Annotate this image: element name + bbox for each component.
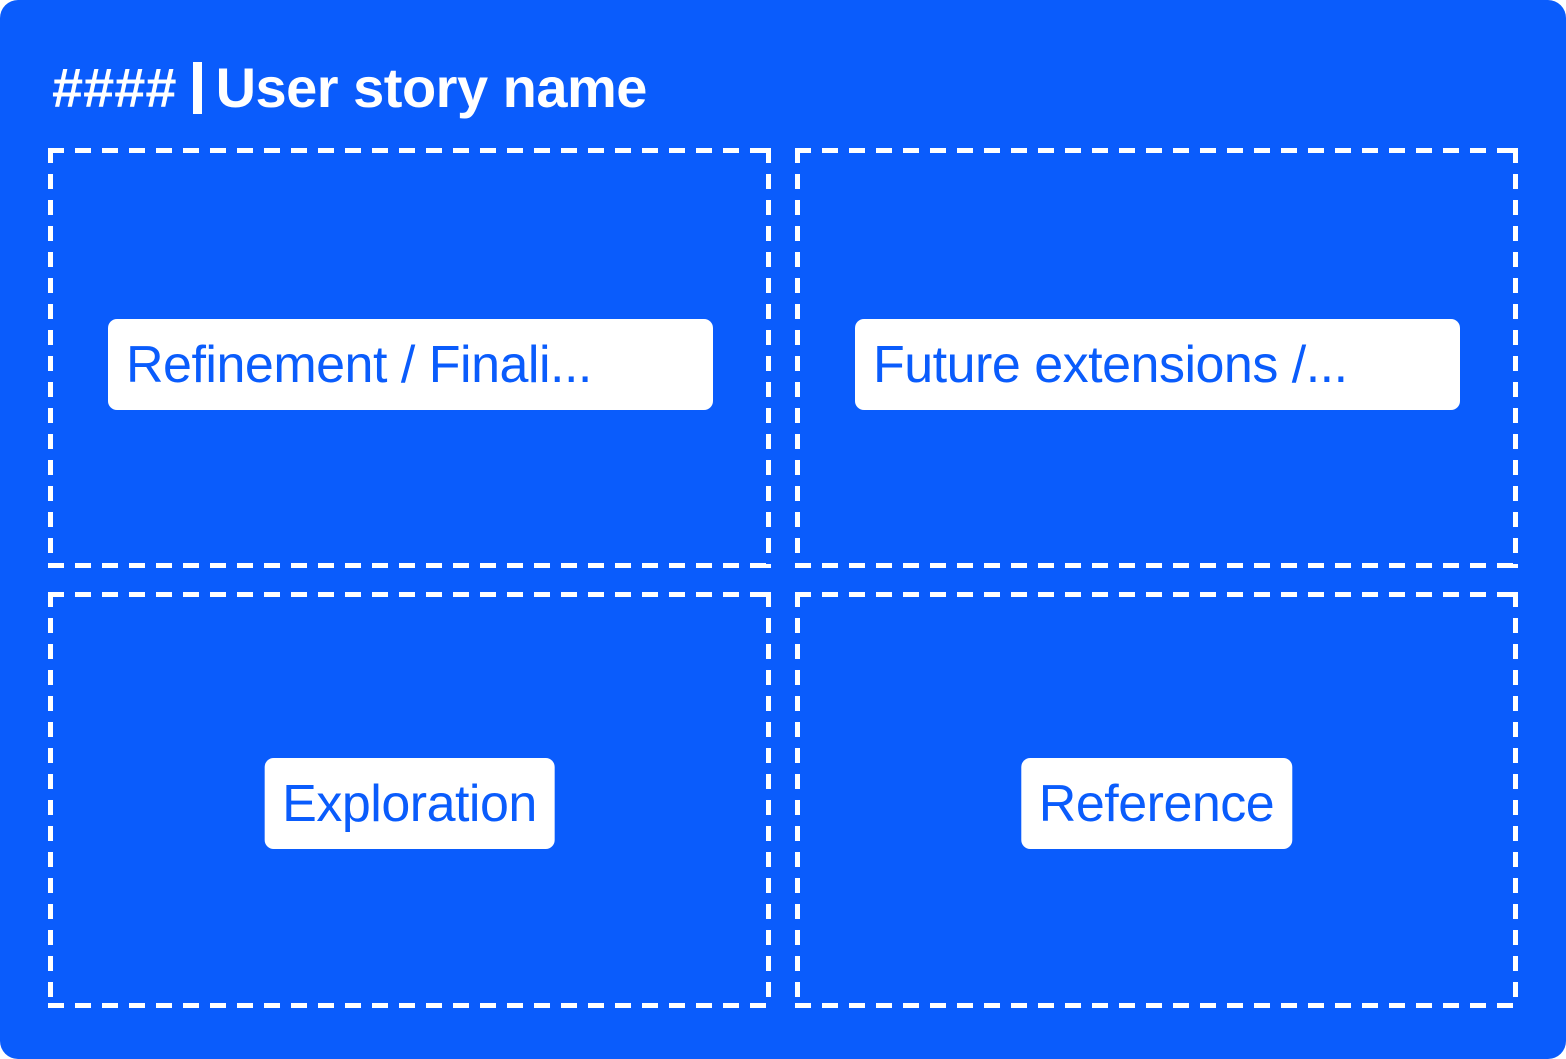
story-id: #### <box>52 56 177 119</box>
quadrant-top-right[interactable]: Future extensions /... <box>795 148 1518 568</box>
story-name: User story name <box>215 56 648 119</box>
quadrant-label-future-extensions[interactable]: Future extensions /... <box>855 319 1460 410</box>
quadrant-top-left[interactable]: Refinement / Finali... <box>48 148 771 568</box>
quadrant-bottom-right[interactable]: Reference <box>795 592 1518 1008</box>
quadrant-label-refinement[interactable]: Refinement / Finali... <box>108 319 713 410</box>
page-title: #### User story name <box>52 52 647 124</box>
quadrant-bottom-left[interactable]: Exploration <box>48 592 771 1008</box>
quadrant-label-reference[interactable]: Reference <box>1020 758 1293 849</box>
quadrant-label-exploration[interactable]: Exploration <box>264 758 555 849</box>
title-separator-icon <box>192 62 202 114</box>
